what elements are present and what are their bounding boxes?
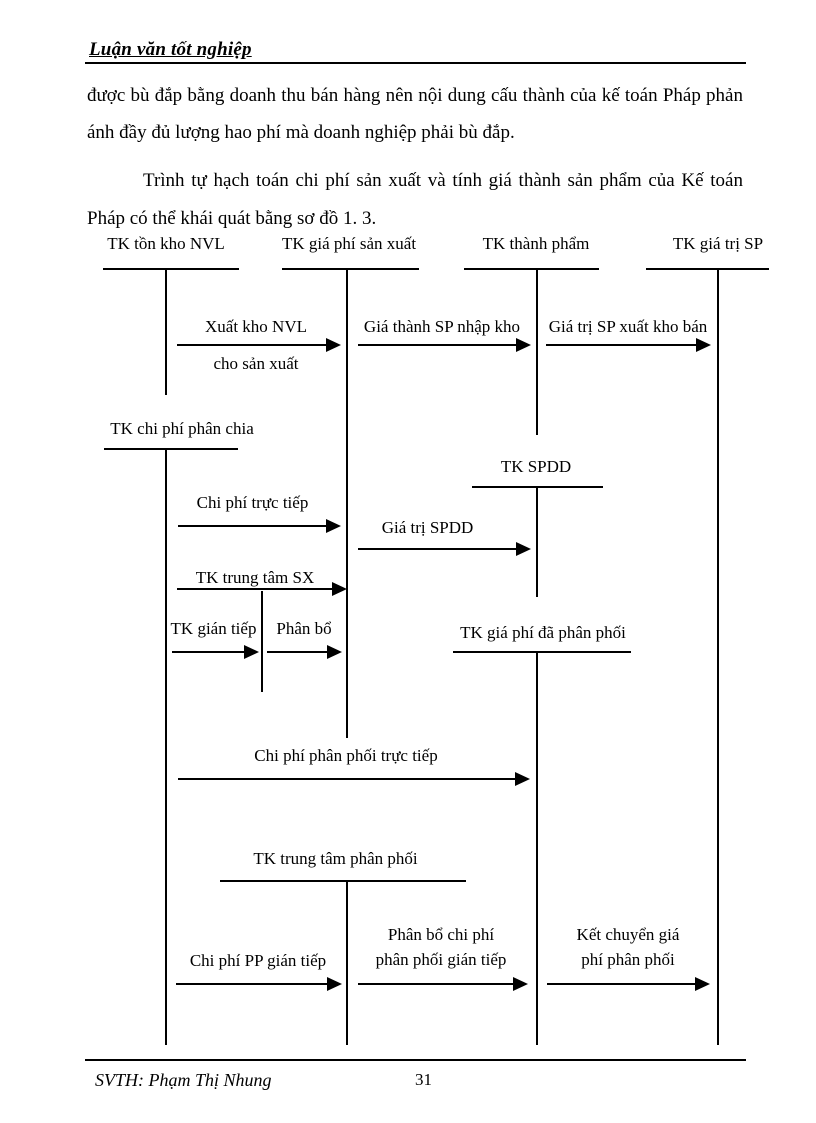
account-label-gia-phi-da-phan-phoi: TK giá phí đã phân phối	[460, 623, 626, 642]
flow-label-gia-tri-sp-xuat-kho-ban: Giá trị SP xuất kho bán	[548, 317, 708, 336]
flow-arrow-gia-tri-sp-xuat-kho-ban	[546, 338, 711, 352]
flow-label-gia-tri-spdd: Giá trị SPDD	[381, 518, 474, 537]
account-label-gian-tiep: TK gián tiếp	[170, 619, 257, 638]
footer-page-number: 31	[415, 1070, 432, 1089]
taccount-stem	[536, 270, 538, 435]
account-label-chi-phi-phan-chia: TK chi phí phân chia	[110, 419, 254, 438]
taccount-bar	[220, 880, 466, 882]
body-line: được bù đắp bằng doanh thu bán hàng nên …	[87, 85, 743, 106]
taccount-stem	[346, 882, 348, 1045]
footer-rule	[85, 1059, 746, 1061]
flow-arrow-phan-bo-chi-phi	[358, 977, 528, 991]
flow-label-gia-thanh-sp-nhap-kho: Giá thành SP nhập kho	[363, 317, 521, 336]
taccount-stem	[536, 653, 538, 1045]
taccount-bar	[472, 486, 603, 488]
flow-arrow-trung-tam-sx-bar	[177, 582, 347, 596]
taccount-bar	[104, 448, 238, 450]
trung-tam-sx-divider-line	[261, 591, 263, 692]
flow-arrow-gian-tiep	[172, 645, 259, 659]
account-label-trung-tam-sx: TK trung tâm SX	[195, 568, 315, 587]
account-label-gia-tri-sp: TK giá trị SP	[672, 234, 764, 253]
taccount-stem	[165, 450, 167, 1045]
flow-label-xuat-kho-nvl: Xuất kho NVL	[205, 317, 307, 336]
flow-label-phan-bo-chi-phi-line2: phân phối gián tiếp	[375, 950, 507, 969]
flow-arrow-chi-phi-truc-tiep	[178, 519, 341, 533]
flow-arrow-chi-phi-pp-gian-tiep	[176, 977, 342, 991]
account-label-thanh-pham: TK thành phẩm	[482, 234, 590, 253]
flow-arrow-xuat-kho-nvl	[177, 338, 341, 352]
flow-arrow-gia-tri-spdd	[358, 542, 531, 556]
flow-label-phan-bo-chi-phi-line1: Phân bổ chi phí	[387, 925, 495, 944]
flow-label-cho-san-xuat: cho sản xuất	[213, 354, 299, 373]
taccount-bar	[464, 268, 599, 270]
body-line: Trình tự hạch toán chi phí sản xuất và t…	[143, 170, 743, 191]
body-line: ánh đầy đủ lượng hao phí mà doanh nghiệp…	[87, 122, 515, 143]
account-label-ton-kho-nvl: TK tồn kho NVL	[107, 234, 225, 253]
taccount-stem	[346, 270, 348, 738]
flow-arrow-gia-thanh-sp-nhap-kho	[358, 338, 531, 352]
taccount-stem	[536, 488, 538, 597]
taccount-bar	[453, 651, 631, 653]
account-label-spdd: TK SPDD	[500, 457, 572, 476]
flow-label-chi-phi-phan-phoi-truc-tiep: Chi phí phân phối trực tiếp	[254, 746, 438, 765]
flow-arrow-phan-bo	[267, 645, 342, 659]
flow-label-ket-chuyen-line2: phí phân phối	[581, 950, 675, 969]
header-underline	[85, 62, 746, 64]
flow-label-chi-phi-pp-gian-tiep: Chi phí PP gián tiếp	[189, 951, 327, 970]
flow-label-chi-phi-truc-tiep: Chi phí trực tiếp	[196, 493, 309, 512]
footer-author: SVTH: Phạm Thị Nhung	[95, 1070, 272, 1090]
taccount-bar	[646, 268, 769, 270]
taccount-bar	[282, 268, 419, 270]
account-label-trung-tam-phan-phoi: TK trung tâm phân phối	[253, 849, 418, 868]
taccount-stem	[165, 270, 167, 395]
body-line: Pháp có thể khái quát bằng sơ đồ 1. 3.	[87, 208, 377, 229]
header-title: Luận văn tốt nghiệp	[89, 39, 252, 60]
taccount-bar	[103, 268, 239, 270]
flow-label-ket-chuyen-line1: Kết chuyển giá	[576, 925, 680, 944]
flow-arrow-chi-phi-phan-phoi-truc-tiep	[178, 772, 530, 786]
flow-arrow-ket-chuyen	[547, 977, 710, 991]
taccount-stem	[717, 270, 719, 1045]
flow-label-phan-bo: Phân bổ	[276, 619, 332, 638]
account-label-gia-phi-san-xuat: TK giá phí sản xuất	[281, 234, 417, 253]
